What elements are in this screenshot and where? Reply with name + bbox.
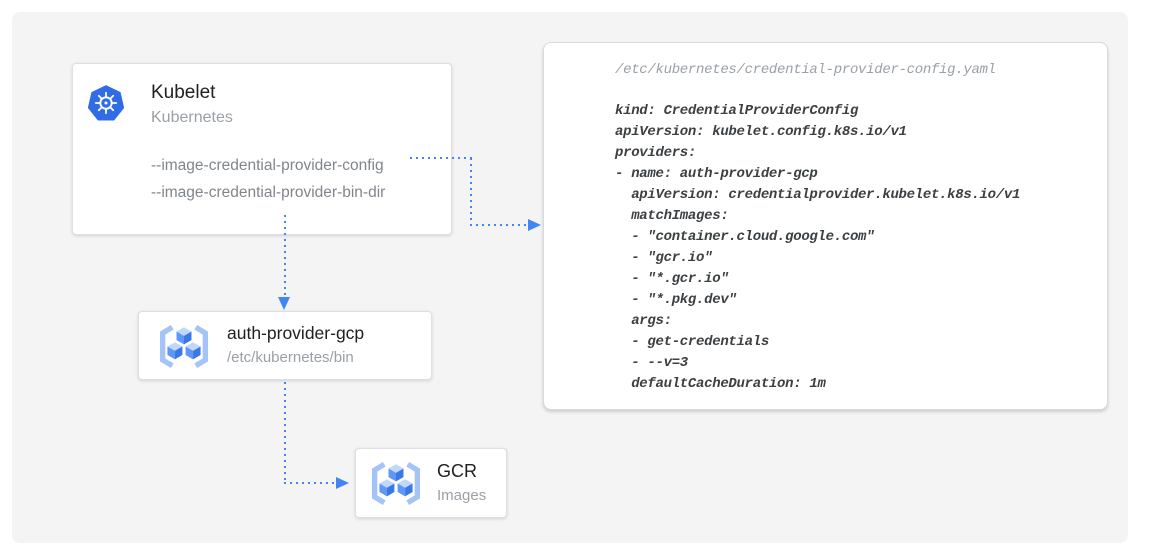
arrowhead-down-icon (278, 297, 290, 310)
yaml-config-panel: /etc/kubernetes/credential-provider-conf… (543, 42, 1108, 410)
kubelet-node: Kubelet Kubernetes --image-credential-pr… (72, 63, 452, 235)
kubernetes-icon (87, 84, 125, 122)
yaml-code: kind: CredentialProviderConfig apiVersio… (615, 103, 1021, 392)
arrow-config-to-yaml-segment (410, 157, 472, 159)
arrow-config-to-yaml-segment (470, 224, 528, 226)
auth-provider-subtitle: /etc/kubernetes/bin (227, 349, 354, 366)
auth-provider-title: auth-provider-gcp (227, 323, 365, 343)
kubelet-subtitle: Kubernetes (151, 109, 233, 126)
container-registry-icon (369, 460, 423, 507)
yaml-file-path: /etc/kubernetes/credential-provider-conf… (615, 62, 996, 78)
gcr-node: GCR Images (355, 448, 507, 518)
container-registry-icon (157, 323, 211, 370)
arrowhead-right-icon (528, 219, 541, 231)
gcr-subtitle: Images (437, 487, 487, 504)
diagram-canvas: Kubelet Kubernetes --image-credential-pr… (12, 12, 1128, 543)
gcr-title: GCR (437, 461, 477, 481)
arrow-auth-provider-to-gcr-segment (284, 482, 336, 484)
auth-provider-node: auth-provider-gcp /etc/kubernetes/bin (138, 311, 432, 380)
kubelet-title: Kubelet (151, 82, 216, 103)
flag-image-credential-provider-bin-dir: --image-credential-provider-bin-dir (151, 184, 386, 201)
kubelet-flags: --image-credential-provider-config --ima… (151, 152, 385, 206)
arrow-auth-provider-to-gcr-segment (284, 382, 286, 484)
arrowhead-right-icon (336, 477, 349, 489)
arrow-kubelet-to-auth-provider-segment (284, 215, 286, 299)
arrow-config-to-yaml-segment (470, 158, 472, 226)
flag-image-credential-provider-config: --image-credential-provider-config (151, 157, 384, 174)
